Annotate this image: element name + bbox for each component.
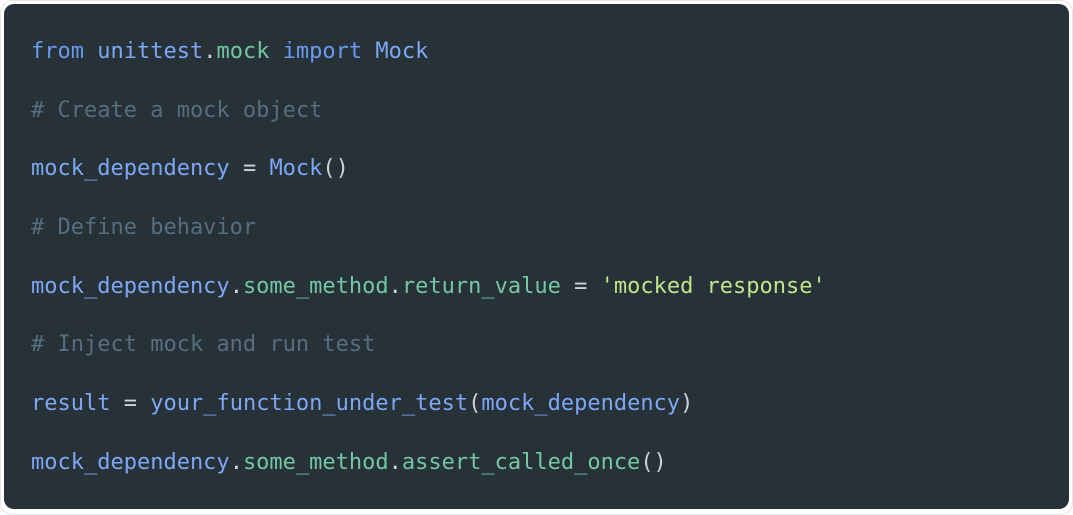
token-punctuation: ) <box>680 391 694 417</box>
token-identifier: Mock <box>269 156 323 182</box>
code-line: mock_dependency.some_method.return_value… <box>31 258 1045 317</box>
token-identifier: unittest <box>97 39 204 64</box>
token-identifier: mock_dependency <box>31 273 230 299</box>
token-plain <box>137 391 150 416</box>
token-punctuation: = <box>123 391 137 417</box>
token-property: mock <box>216 39 270 64</box>
code-panel: from unittest.mock import Mock# Create a… <box>4 4 1069 509</box>
token-plain <box>256 156 269 181</box>
token-string: 'mocked response' <box>600 273 826 299</box>
token-identifier: mock_dependency <box>481 391 681 417</box>
code-line: # Inject mock and run test <box>31 316 1045 375</box>
token-punctuation: () <box>640 449 667 475</box>
token-plain <box>84 39 97 64</box>
token-punctuation: . <box>203 39 217 64</box>
code-line: # Create a mock object <box>31 82 1045 141</box>
token-comment: # Define behavior <box>31 215 257 241</box>
token-property: some_method <box>242 273 389 299</box>
token-identifier: result <box>31 391 111 417</box>
code-line: mock_dependency = Mock() <box>31 140 1045 199</box>
token-plain <box>587 274 600 299</box>
token-identifier: mock_dependency <box>31 156 230 182</box>
token-comment: # Inject mock and run test <box>31 332 376 358</box>
token-comment: # Create a mock object <box>31 97 323 123</box>
code-line: result = your_function_under_test(mock_d… <box>31 375 1045 434</box>
token-plain <box>110 391 123 416</box>
token-plain <box>362 39 375 64</box>
token-punctuation: ( <box>468 391 482 417</box>
token-identifier: mock_dependency <box>31 449 230 475</box>
token-keyword: import <box>282 39 363 64</box>
token-punctuation: () <box>322 156 349 182</box>
token-property: return_value <box>401 273 561 299</box>
token-keyword: from <box>31 39 84 64</box>
token-punctuation: = <box>574 273 588 299</box>
code-line: # Define behavior <box>31 199 1045 258</box>
token-property: assert_called_once <box>401 449 641 475</box>
token-plain <box>230 156 243 181</box>
token-punctuation: . <box>388 273 402 299</box>
token-property: some_method <box>242 449 389 475</box>
token-punctuation: . <box>388 449 402 475</box>
token-punctuation: . <box>229 273 243 299</box>
code-line: mock_dependency.some_method.assert_calle… <box>31 434 1045 493</box>
token-identifier: your_function_under_test <box>150 391 469 417</box>
code-block: from unittest.mock import Mock# Create a… <box>31 23 1045 493</box>
token-punctuation: = <box>242 156 257 182</box>
code-line: from unittest.mock import Mock <box>31 23 1045 82</box>
token-plain <box>561 274 574 299</box>
token-punctuation: . <box>229 449 243 475</box>
token-plain <box>269 39 282 64</box>
token-identifier: Mock <box>375 39 429 64</box>
